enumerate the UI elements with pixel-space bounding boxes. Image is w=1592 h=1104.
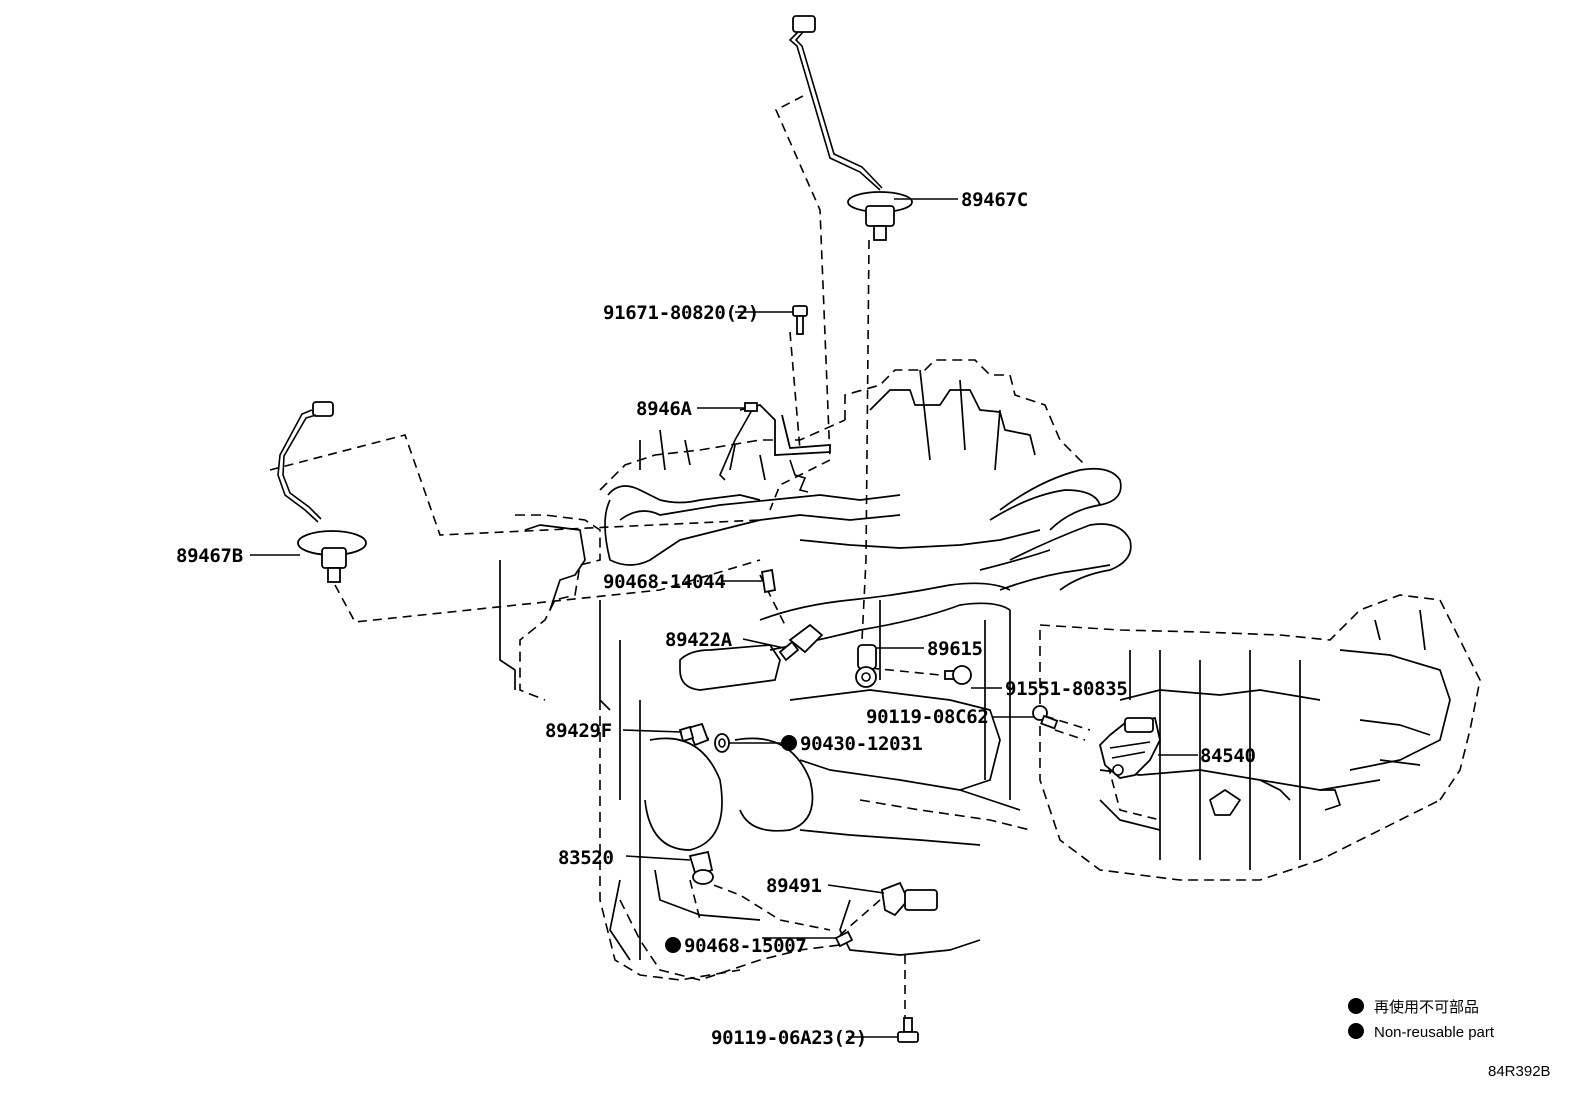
label-83520: 83520 — [558, 847, 614, 869]
label-89422a: 89422A — [665, 629, 733, 651]
label-91551-80835: 91551-80835 — [1005, 678, 1128, 700]
sensor-89491[interactable] — [881, 881, 938, 917]
label-90119-06a23: 90119-06A23(2) — [711, 1027, 867, 1049]
engine-outline — [499, 359, 1481, 981]
label-89615: 89615 — [927, 638, 983, 660]
bolt-91671[interactable] — [792, 305, 808, 335]
label-90468-14044: 90468-14044 — [603, 571, 726, 593]
legend-en: Non-reusable part — [1374, 1024, 1495, 1041]
bolt-90119-06a23[interactable] — [897, 1017, 919, 1043]
label-8946a: 8946A — [636, 398, 693, 420]
label-89491: 89491 — [766, 875, 822, 897]
switch-83520[interactable] — [688, 850, 714, 885]
clamp-90468-14044[interactable] — [760, 568, 777, 594]
label-90468-15007: 90468-15007 — [684, 935, 807, 957]
bolt-91551[interactable] — [944, 665, 972, 685]
switch-84540[interactable] — [1099, 716, 1161, 779]
label-84540: 84540 — [1200, 745, 1256, 767]
sensor-89429f[interactable] — [678, 722, 710, 747]
bolt-90119-08c62[interactable] — [1032, 705, 1059, 730]
leader-lines — [250, 198, 1198, 1038]
legend-marker-en — [1348, 1023, 1364, 1039]
label-89467c: 89467C — [961, 189, 1028, 211]
bracket-8946a[interactable] — [719, 402, 831, 493]
label-91671-80820: 91671-80820(2) — [603, 302, 759, 324]
diagram-code: 84R392B — [1488, 1063, 1551, 1080]
legend-jp: 再使用不可部品 — [1374, 999, 1479, 1016]
label-89429f: 89429F — [545, 720, 612, 742]
legend-marker-jp — [1348, 998, 1364, 1014]
label-90119-08c62: 90119-08C62 — [866, 706, 989, 728]
oxygen-sensor-89467b[interactable] — [277, 401, 367, 583]
gasket-90430[interactable] — [714, 733, 730, 753]
label-89467b: 89467B — [176, 545, 243, 567]
oxygen-sensor-89467c[interactable] — [788, 15, 913, 241]
sensor-89615[interactable] — [855, 644, 877, 688]
non-reusable-marker — [781, 735, 797, 751]
clamp-90468-15007[interactable] — [834, 930, 854, 948]
non-reusable-marker — [665, 937, 681, 953]
legend: 再使用不可部品 Non-reusable part — [1348, 998, 1495, 1041]
temp-sensor-89422a[interactable] — [778, 623, 824, 662]
label-90430-12031: 90430-12031 — [800, 733, 923, 755]
